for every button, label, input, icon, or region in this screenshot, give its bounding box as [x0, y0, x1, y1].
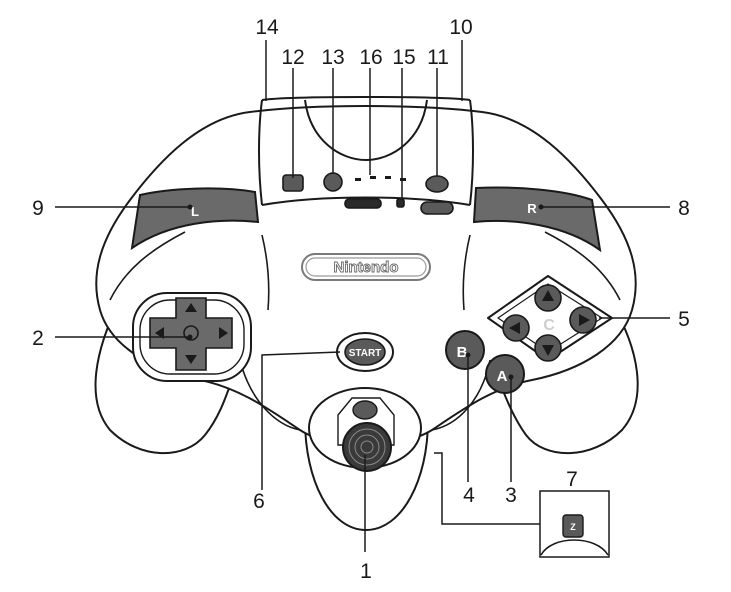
callout-16: 16: [359, 46, 382, 69]
a-button: A: [485, 354, 525, 394]
z-inset: Z: [539, 490, 610, 558]
leader-lines: [55, 40, 670, 552]
callout-10: 10: [449, 16, 472, 39]
part-13: [323, 172, 343, 192]
callout-6: 6: [253, 490, 265, 513]
callout-5: 5: [678, 308, 690, 331]
analog-stick: [308, 387, 422, 472]
top-edge-parts: [282, 172, 454, 215]
callout-12: 12: [281, 46, 304, 69]
start-label: START: [349, 348, 382, 359]
l-trigger-label: L: [191, 204, 199, 219]
callout-3: 3: [505, 484, 517, 507]
callout-4: 4: [463, 484, 475, 507]
callout-2: 2: [32, 327, 44, 350]
callout-7: 7: [566, 468, 578, 491]
callout-numbers: 14 12 13 16 15 11 10 9 8 2 5 6 4 3 7 1: [32, 16, 690, 583]
callout-9: 9: [32, 197, 44, 220]
c-buttons: C: [487, 275, 613, 362]
l-trigger: L: [130, 187, 260, 251]
a-label: A: [497, 368, 508, 385]
callout-8: 8: [678, 197, 690, 220]
callout-11: 11: [427, 46, 449, 69]
part-14: [344, 198, 382, 209]
callout-15: 15: [392, 46, 415, 69]
part-15: [396, 198, 405, 208]
start-button: START: [336, 332, 394, 372]
callout-14: 14: [255, 16, 279, 39]
part-16: [355, 176, 406, 181]
part-11: [425, 175, 449, 193]
leader-dots: [187, 204, 544, 380]
r-trigger-label: R: [527, 201, 537, 216]
callout-1: 1: [360, 560, 372, 583]
b-button: B: [445, 330, 485, 370]
z-label: Z: [570, 522, 576, 532]
part-10: [420, 201, 454, 215]
callout-13: 13: [321, 46, 344, 69]
nintendo-logo: Nintendo: [301, 253, 431, 281]
b-label: B: [457, 344, 468, 361]
nintendo-logo-text: Nintendo: [334, 259, 399, 276]
c-label: C: [543, 317, 555, 334]
r-trigger: R: [472, 186, 602, 253]
